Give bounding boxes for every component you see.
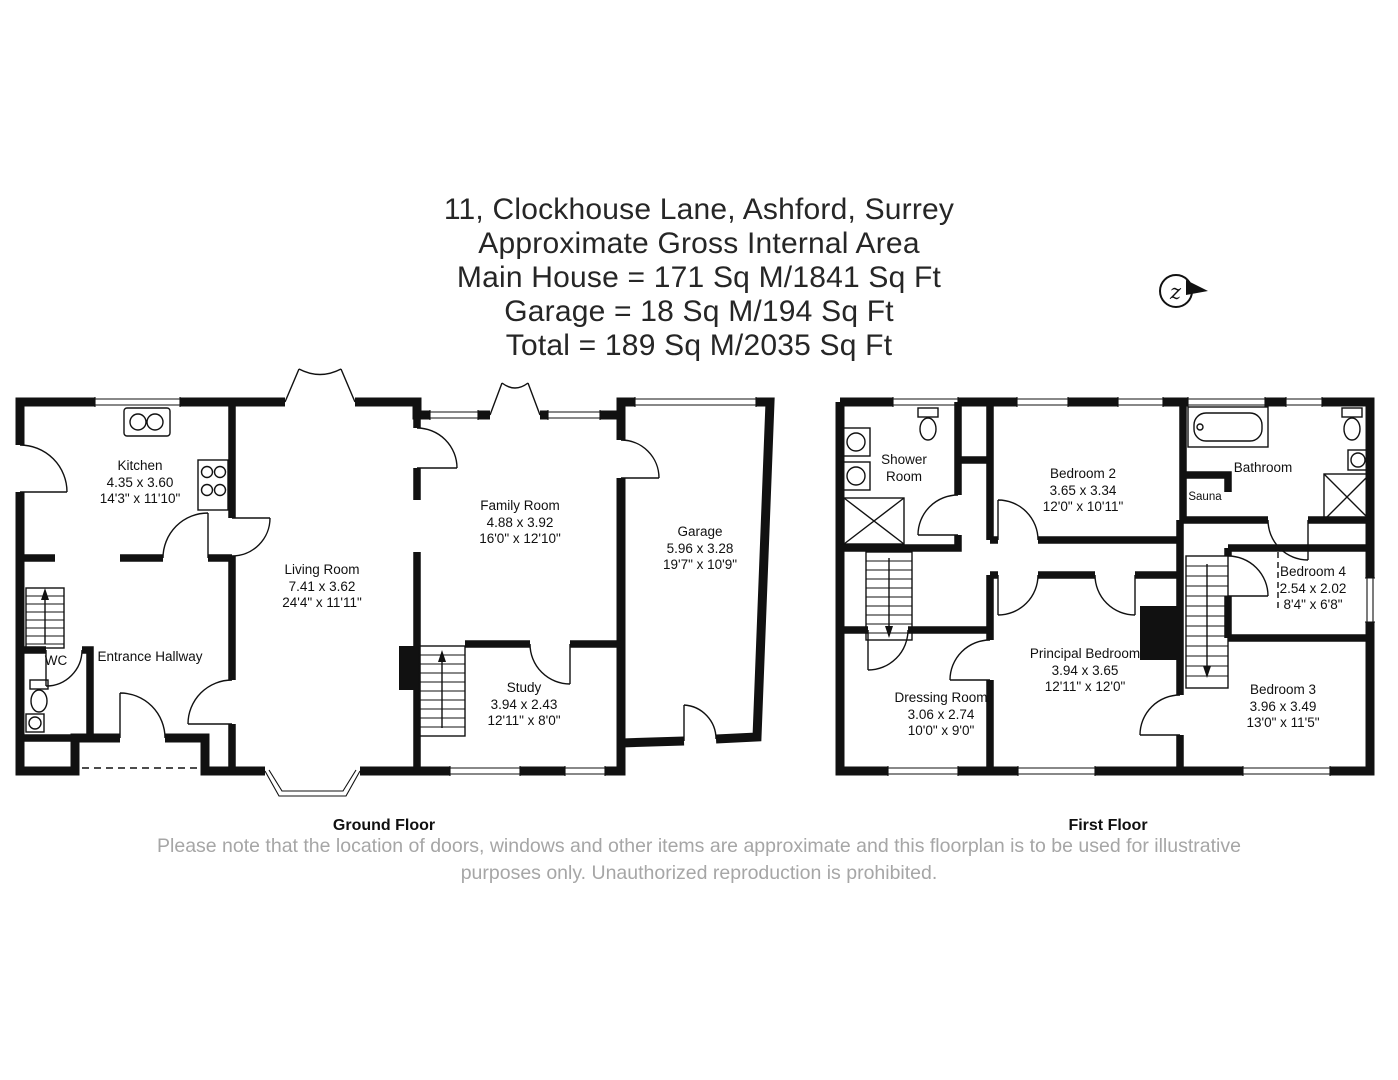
room-label-sauna: Sauna [1188,491,1222,503]
main-stairs-icon [418,645,466,737]
shower-toilet-icon [917,407,939,441]
room-label-dressing-room: Dressing Room 3.06 x 2.74 10'0" x 9'0" [894,690,988,738]
bathroom-basin-icon [1347,449,1369,471]
disclaimer: Please note that the location of doors, … [0,833,1398,887]
disclaimer-line2: purposes only. Unauthorized reproduction… [460,862,938,884]
sauna-walls [1183,471,1232,492]
header-garage: Garage = 18 Sq M/194 Sq Ft [504,295,894,328]
disclaimer-line1: Please note that the location of doors, … [157,835,1241,857]
garage-door [634,397,757,407]
room-label-bedroom-3: Bedroom 3 3.96 x 3.49 13'0" x 11'5" [1246,682,1320,730]
header-subtitle: Approximate Gross Internal Area [478,227,920,260]
shower-tray-icon [843,497,905,545]
first-doors [867,494,1309,736]
shower-basin2-icon [841,461,871,491]
ground-doors [19,368,717,741]
kitchen-sink-icon [123,407,171,437]
first-interior-walls [840,402,1370,771]
first-stairwell-icon [1185,555,1229,689]
ground-outer-walls [15,397,775,776]
room-label-family-room: Family Room 4.88 x 3.92 16'0" x 12'10" [479,498,561,546]
bath-icon [1187,406,1269,448]
compass-icon: z [1159,274,1208,308]
header-address: 11, Clockhouse Lane, Ashford, Surrey [443,193,955,226]
wardrobe-block [1140,606,1180,660]
compass-letter: z [1169,280,1182,304]
french-doors-family [489,382,541,416]
first-windows [887,397,1375,776]
room-label-wc: WC [44,653,68,668]
bathroom-toilet-icon [1341,407,1363,441]
room-label-principal-bedroom: Principal Bedroom 3.94 x 3.65 12'11" x 1… [1029,646,1141,694]
header: 11, Clockhouse Lane, Ashford, Surrey App… [0,193,1398,363]
header-total: Total = 189 Sq M/2035 Sq Ft [505,329,893,362]
room-label-bedroom-4: Bedroom 4 2.54 x 2.02 8'4" x 6'8" [1279,564,1347,612]
room-label-kitchen: Kitchen 4.35 x 3.60 14'3" x 11'10" [99,458,181,506]
shower-basin-icon [841,427,871,457]
header-main-house: Main House = 171 Sq M/1841 Sq Ft [456,261,942,294]
ground-floor-label: Ground Floor [332,817,436,834]
room-label-shower-room: Shower Room [881,452,927,484]
room-label-living-room: Living Room 7.41 x 3.62 24'4" x 11'11" [282,562,362,610]
room-label-bathroom: Bathroom [1233,460,1293,475]
first-floor-label: First Floor [1068,817,1148,834]
room-label-entrance-hallway: Entrance Hallway [97,649,203,664]
chimney-block [399,646,415,690]
bay-window [264,769,361,797]
room-label-garage: Garage 5.96 x 3.28 19'7" x 10'9" [662,524,738,572]
first-landing-stairs-icon [865,551,913,641]
front-door [119,692,166,739]
wc-toilet-icon [29,679,49,713]
room-label-study: Study 3.94 x 2.43 12'11" x 8'0" [487,680,561,728]
ground-interior-walls [20,402,621,771]
ground-floor-plan [15,368,775,797]
ground-windows [82,397,757,797]
corner-shower-icon [1323,473,1371,521]
first-floor-plan [835,397,1375,776]
wc-basin-icon [25,713,45,733]
hallway-stairs-icon [25,587,65,649]
french-doors-living [284,368,356,403]
hob-icon [197,459,229,511]
room-label-bedroom-2: Bedroom 2 3.65 x 3.34 12'0" x 10'11" [1042,466,1124,514]
